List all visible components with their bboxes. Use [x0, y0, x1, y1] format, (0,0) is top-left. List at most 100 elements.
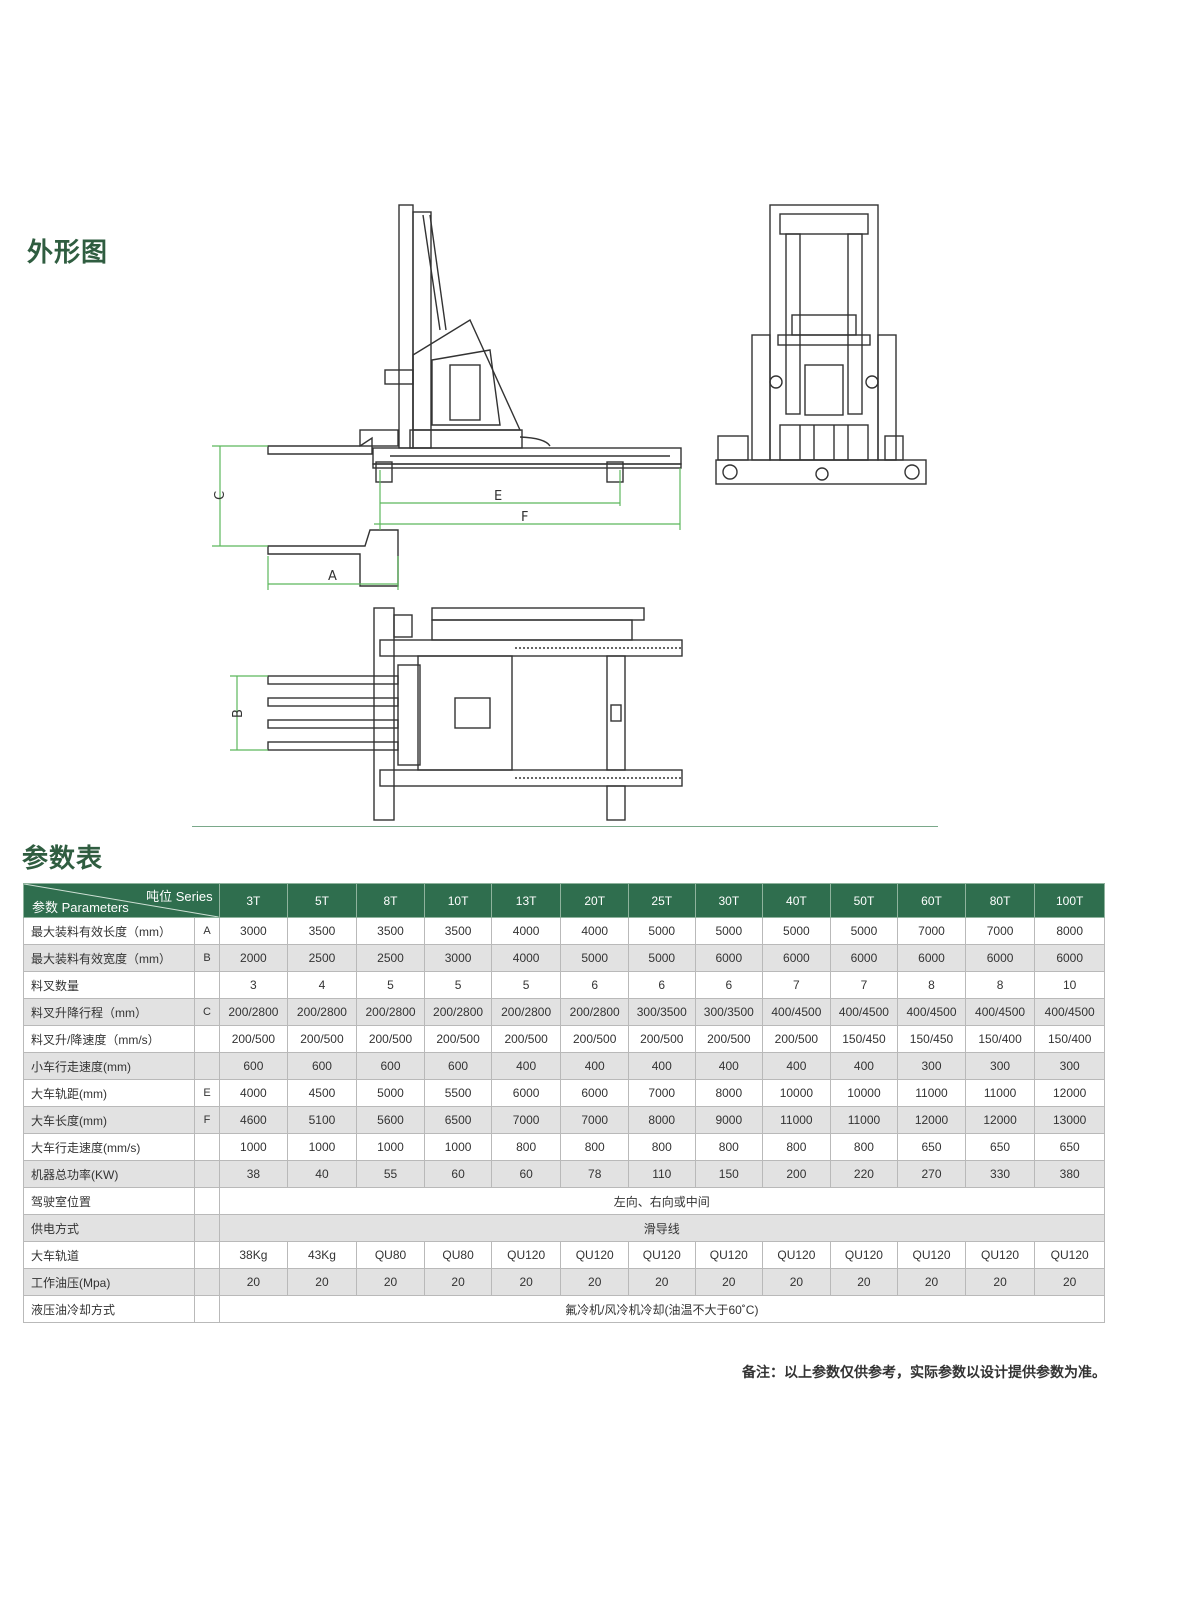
- value-cell: 5100: [287, 1106, 357, 1134]
- value-cell: 1000: [218, 1133, 289, 1161]
- value-cell: 150/450: [897, 1025, 966, 1053]
- row-label: 工作油压(Mpa): [22, 1268, 196, 1296]
- value-cell: 6: [694, 971, 764, 999]
- value-cell: 200/500: [287, 1025, 357, 1053]
- value-cell: 5000: [762, 917, 831, 945]
- row-dimension-code: [194, 1214, 220, 1242]
- value-cell: 4000: [218, 1079, 289, 1107]
- value-cell: 400: [627, 1052, 696, 1080]
- value-cell: 200/500: [490, 1025, 562, 1053]
- corner-params-label: 参数 Parameters: [32, 900, 129, 915]
- series-header-cell: 10T: [424, 883, 492, 918]
- value-cell: 800: [829, 1133, 899, 1161]
- row-dimension-code: F: [194, 1106, 220, 1134]
- value-cell: 400: [694, 1052, 764, 1080]
- value-cell: 2500: [355, 944, 426, 972]
- value-cell: 8: [964, 971, 1036, 999]
- row-dimension-code: [194, 1241, 220, 1269]
- dim-label-a: A: [328, 569, 337, 584]
- value-cell: 6500: [424, 1106, 492, 1134]
- value-cell: 1000: [287, 1133, 357, 1161]
- value-cell: 400: [829, 1052, 899, 1080]
- value-cell: 400: [560, 1052, 629, 1080]
- value-cell: 400/4500: [829, 998, 899, 1026]
- value-cell: 60: [490, 1160, 562, 1188]
- value-cell: 300/3500: [627, 998, 696, 1026]
- value-cell: 20: [762, 1268, 831, 1296]
- row-label: 供电方式: [22, 1214, 196, 1242]
- table-row: 供电方式滑导线: [22, 1214, 1106, 1242]
- value-cell: 200/500: [694, 1025, 764, 1053]
- series-header-cell: 30T: [694, 883, 764, 918]
- value-cell: 300: [1034, 1052, 1105, 1080]
- row-dimension-code: [194, 971, 220, 999]
- value-cell: 200/2800: [287, 998, 357, 1026]
- value-cell: 270: [897, 1160, 966, 1188]
- value-cell: 300/3500: [694, 998, 764, 1026]
- table-row: 驾驶室位置左向、右向或中间: [22, 1187, 1106, 1215]
- value-cell: 5: [424, 971, 492, 999]
- row-label: 最大装料有效宽度（mm）: [22, 944, 196, 972]
- value-cell: 200/2800: [218, 998, 289, 1026]
- value-cell: 9000: [694, 1106, 764, 1134]
- value-cell: 10000: [762, 1079, 831, 1107]
- value-cell: 6000: [897, 944, 966, 972]
- value-cell: 150/400: [964, 1025, 1036, 1053]
- value-cell: 800: [627, 1133, 696, 1161]
- front-view-drawing: [715, 204, 927, 485]
- value-cell: 11000: [964, 1079, 1036, 1107]
- side-view-drawing: [267, 204, 682, 587]
- value-cell: 6000: [964, 944, 1036, 972]
- table-corner-cell: 吨位 Series 参数 Parameters: [23, 883, 220, 918]
- value-cell: 300: [897, 1052, 966, 1080]
- row-dimension-code: [194, 1268, 220, 1296]
- value-cell: QU80: [424, 1241, 492, 1269]
- row-label: 机器总功率(KW): [22, 1160, 196, 1188]
- value-cell: 7: [762, 971, 831, 999]
- value-cell: 400/4500: [897, 998, 966, 1026]
- row-dimension-code: [194, 1160, 220, 1188]
- value-cell: 20: [424, 1268, 492, 1296]
- value-cell: 4000: [560, 917, 629, 945]
- row-label: 料叉数量: [22, 971, 196, 999]
- value-cell: 5000: [829, 917, 899, 945]
- machine-outline-drawings: C A E F B: [212, 204, 927, 821]
- value-cell: 800: [490, 1133, 562, 1161]
- value-cell: 11000: [762, 1106, 831, 1134]
- series-header-cell: 5T: [287, 883, 357, 918]
- value-cell: 6: [627, 971, 696, 999]
- row-dimension-code: B: [194, 944, 220, 972]
- value-cell: 20: [694, 1268, 764, 1296]
- value-cell: 3000: [218, 917, 289, 945]
- row-dimension-code: [194, 1133, 220, 1161]
- row-label: 最大装料有效长度（mm）: [22, 917, 196, 945]
- section-divider: [192, 826, 938, 827]
- value-cell: 20: [627, 1268, 696, 1296]
- value-cell: QU120: [762, 1241, 831, 1269]
- value-cell: 8000: [694, 1079, 764, 1107]
- dim-label-b: B: [231, 709, 246, 718]
- row-label: 大车轨道: [22, 1241, 196, 1269]
- value-cell: 200/500: [424, 1025, 492, 1053]
- value-cell: 11000: [897, 1079, 966, 1107]
- value-cell: 3: [218, 971, 289, 999]
- value-cell: 650: [1034, 1133, 1105, 1161]
- value-cell: 200/2800: [560, 998, 629, 1026]
- value-cell: 400/4500: [1034, 998, 1105, 1026]
- top-view-drawing: [267, 607, 683, 821]
- value-cell: 110: [627, 1160, 696, 1188]
- series-header-cell: 13T: [490, 883, 562, 918]
- value-cell: 4000: [490, 917, 562, 945]
- series-header-cell: 60T: [897, 883, 966, 918]
- value-cell: 6000: [762, 944, 831, 972]
- value-cell: 3500: [424, 917, 492, 945]
- value-cell: 400/4500: [762, 998, 831, 1026]
- value-cell: 5500: [424, 1079, 492, 1107]
- merged-value-cell: 滑导线: [218, 1214, 1106, 1242]
